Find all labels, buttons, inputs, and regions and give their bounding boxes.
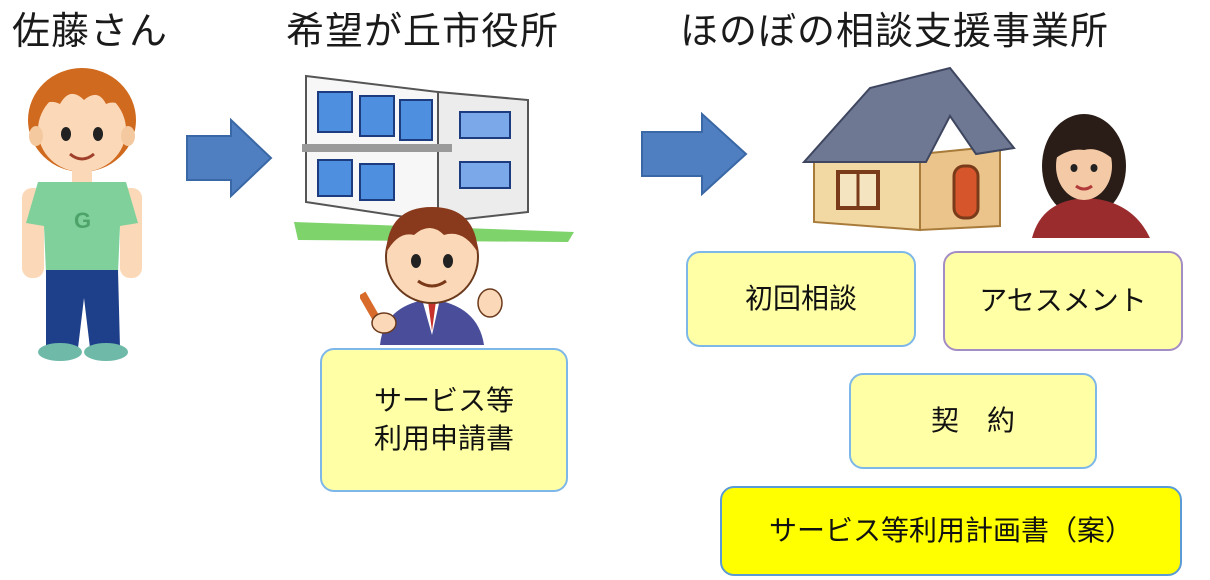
contract-box: 契 約 [849,373,1097,469]
svg-text:G: G [74,208,91,233]
support-office-house-illustration [801,66,1016,232]
support-office-heading: ほのぼの相談支援事業所 [680,9,1110,53]
person-illustration: G [22,68,142,361]
assessment-label: アセスメント [979,284,1147,317]
support-staff-illustration [1032,114,1150,238]
contract-label: 契 約 [930,404,1015,437]
service-application-form-label: サービス等 利用申請書 [373,384,514,455]
first-consultation-label: 初回相談 [744,282,857,315]
service-plan-draft-box: サービス等利用計画書（案） [720,486,1182,576]
service-application-form-box: サービス等 利用申請書 [320,348,568,492]
city-office-heading: 希望が丘市役所 [286,9,560,53]
assessment-box: アセスメント [943,251,1183,351]
arrow-right-icon [641,112,748,196]
first-consultation-box: 初回相談 [686,251,916,347]
arrow-right-icon [186,118,273,198]
service-plan-draft-label: サービス等利用計画書（案） [768,514,1133,547]
person-name-heading: 佐藤さん [12,9,169,53]
city-staff-illustration [360,207,503,345]
